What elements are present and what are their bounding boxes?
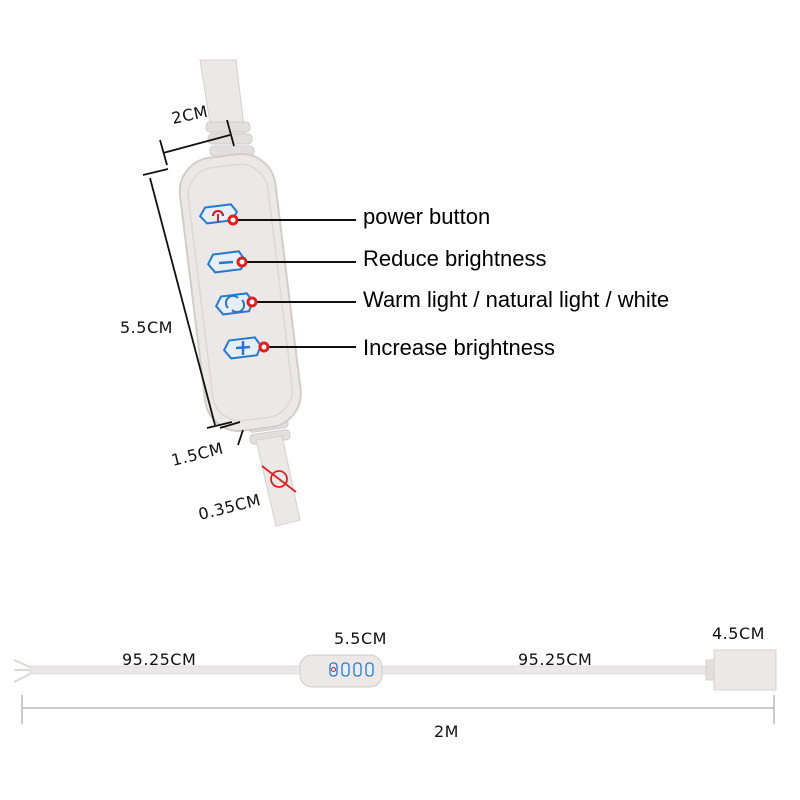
- width-dimension: 2CM: [170, 102, 210, 128]
- left-segment-length: 95.25CM: [122, 650, 196, 669]
- label-reduce-brightness: Reduce brightness: [363, 246, 546, 271]
- controller-length: 5.5CM: [334, 629, 387, 648]
- cycle-icon: [224, 294, 246, 314]
- minus-icon: [218, 260, 234, 265]
- cable-diameter-dimension: 0.35CM: [196, 490, 262, 524]
- label-increase-brightness: Increase brightness: [363, 335, 555, 360]
- dimension-lines: [142, 119, 244, 446]
- label-power-button: power button: [363, 204, 490, 229]
- length-dimension: 5.5CM: [120, 318, 173, 337]
- diameter-marker: [261, 465, 297, 493]
- button-increase-brightness[interactable]: [222, 336, 262, 360]
- callouts: [233, 219, 356, 348]
- plug-length: 4.5CM: [712, 624, 765, 643]
- controller-body: [178, 153, 302, 432]
- usb-plug: [713, 649, 777, 691]
- bare-wire-ends: [13, 659, 33, 683]
- callout-markers: [227, 214, 270, 353]
- button-reduce-brightness[interactable]: [206, 250, 246, 274]
- full-cable: [13, 649, 777, 691]
- inline-controller: [299, 654, 383, 688]
- total-length: 2M: [434, 722, 459, 741]
- strain-relief-dimension: 1.5CM: [169, 439, 225, 470]
- button-color-temperature[interactable]: [214, 292, 254, 316]
- right-segment-length: 95.25CM: [518, 650, 592, 669]
- total-length-line: [21, 695, 775, 724]
- power-icon: [211, 209, 225, 217]
- label-color-temperature: Warm light / natural light / white: [363, 287, 669, 312]
- plus-icon: [235, 341, 251, 355]
